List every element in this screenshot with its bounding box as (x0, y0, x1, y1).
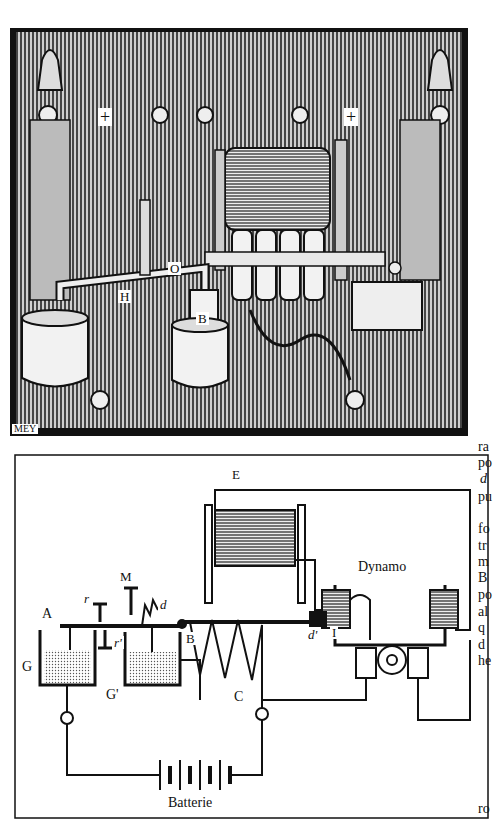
part-letter: r (82, 592, 91, 605)
column-fragment: po (478, 588, 492, 602)
column-fragment: he (478, 654, 491, 668)
column-fragment: fo (478, 522, 490, 536)
column-fragment: tr (478, 539, 487, 553)
column-fragment: pu (478, 490, 492, 504)
part-letter: B (184, 632, 197, 645)
part-letter: O (168, 262, 181, 275)
part-letter: B (196, 312, 209, 325)
regulator-engraving (10, 28, 468, 436)
column-fragment: po (478, 456, 492, 470)
circuit-schematic (15, 455, 488, 818)
device-name: Batterie (166, 796, 214, 810)
terminal-sign: + (98, 108, 112, 126)
part-letter: H (118, 290, 131, 303)
column-fragment: d (480, 472, 487, 486)
part-letter: G' (104, 688, 121, 702)
column-fragment: m (478, 555, 489, 569)
part-letter: G (20, 660, 34, 674)
device-name: Dynamo (356, 560, 408, 574)
column-fragment: ro (478, 802, 490, 816)
column-fragment: ra (478, 440, 489, 454)
column-fragment: B (478, 571, 487, 585)
part-letter: E (230, 468, 242, 481)
part-letter: d' (306, 628, 319, 641)
part-letter: d (158, 598, 169, 611)
column-fragment: d (478, 638, 485, 652)
part-letter: A (40, 607, 54, 621)
engraver-signature: MEY (12, 424, 38, 434)
part-letter: C (232, 690, 245, 704)
part-letter: r' (112, 636, 124, 649)
part-letter: I (330, 626, 338, 639)
part-letter: M (118, 570, 134, 583)
terminal-sign: + (344, 108, 358, 126)
column-fragment: q (478, 621, 485, 635)
column-fragment: al (478, 605, 488, 619)
